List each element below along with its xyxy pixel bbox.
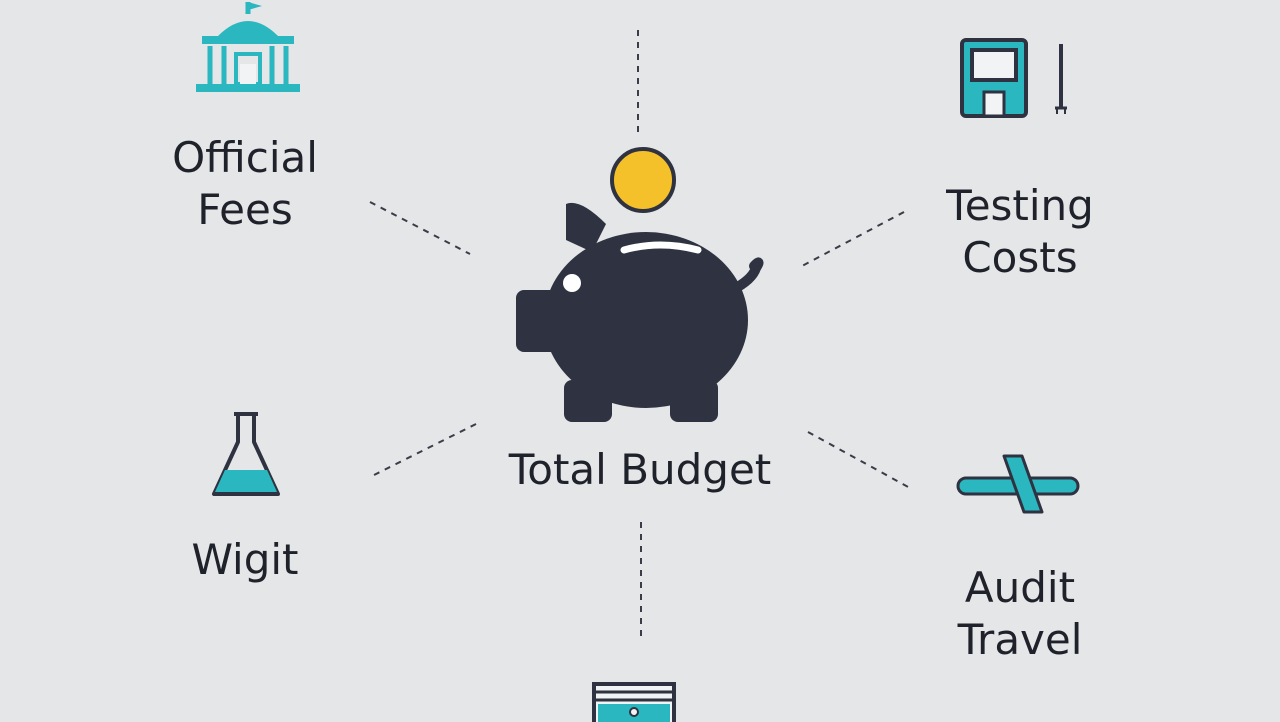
testing-device-icon [960, 38, 1067, 118]
airplane-icon [956, 454, 1080, 514]
connector-official-fees [369, 201, 471, 255]
wigit-line1: Wigit [191, 535, 299, 584]
document-stack-icon [592, 682, 676, 722]
official-fees-line1: Official [172, 133, 318, 182]
total-budget-label: Total Budget [480, 444, 800, 496]
government-building-icon [196, 2, 300, 92]
connector-wigit [371, 423, 477, 477]
audit-travel-label: Audit Travel [930, 562, 1110, 666]
piggy-bank-icon [516, 147, 764, 422]
testing-costs-line2: Costs [962, 233, 1078, 282]
audit-travel-line2: Travel [957, 615, 1083, 664]
official-fees-line2: Fees [197, 185, 293, 234]
official-fees-label: Official Fees [150, 132, 340, 236]
wigit-label: Wigit [170, 534, 320, 586]
audit-travel-line1: Audit [964, 563, 1076, 612]
testing-costs-line1: Testing [946, 181, 1094, 230]
connector-testing-costs [801, 211, 905, 267]
coin-icon [610, 147, 676, 213]
total-budget-text: Total Budget [508, 445, 772, 494]
lab-flask-icon [212, 412, 280, 496]
connector-audit-travel [807, 431, 911, 489]
testing-costs-label: Testing Costs [920, 180, 1120, 284]
